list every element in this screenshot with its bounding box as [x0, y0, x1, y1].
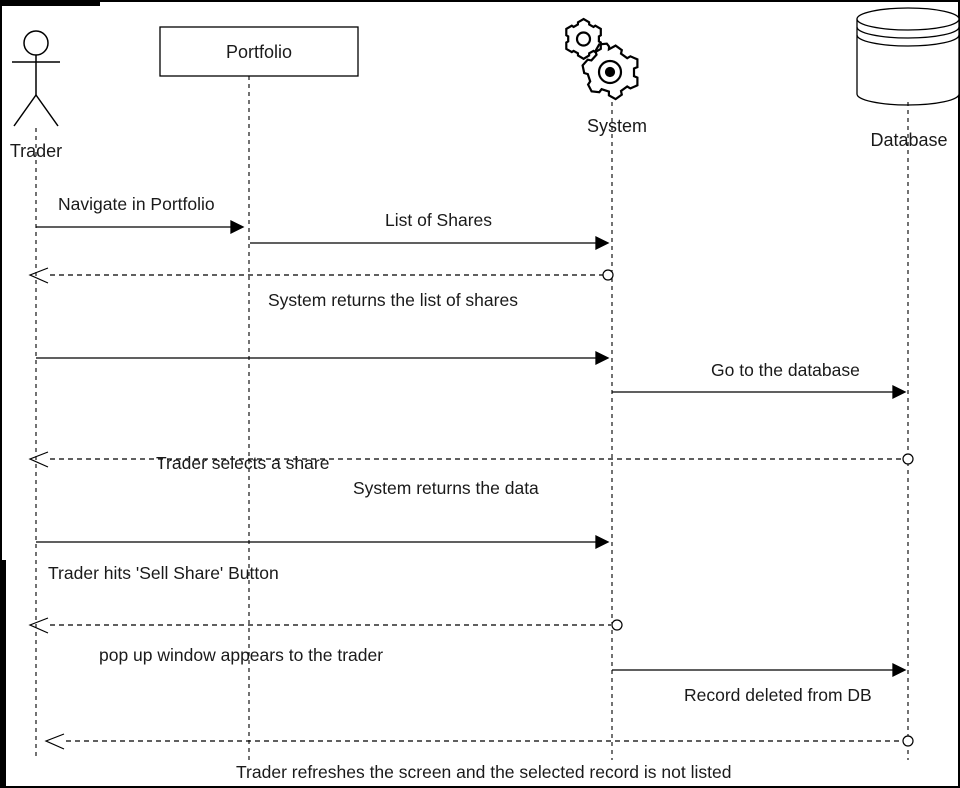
- gear-small-hub: [575, 31, 592, 47]
- message-label-5: Trader selects a share: [156, 453, 329, 473]
- participant-label-system: System: [587, 116, 647, 136]
- frame-edge-left: [0, 560, 6, 788]
- message-label-2: List of Shares: [385, 210, 492, 230]
- message-label-1: Navigate in Portfolio: [58, 194, 215, 214]
- arrowhead-5: [595, 534, 610, 550]
- database-icon: [856, 7, 960, 106]
- actor-trader: [12, 30, 60, 127]
- message-label-7: Trader hits 'Sell Share' Button: [48, 563, 279, 583]
- gear-large-center: [604, 66, 616, 78]
- actor-leg-left: [13, 94, 37, 127]
- gear-small-outline: [565, 17, 602, 61]
- arrowhead-2: [595, 235, 610, 251]
- participant-box-portfolio: [159, 26, 359, 77]
- return-arrowhead-4: [44, 733, 65, 750]
- return-origin-1: [602, 269, 614, 281]
- message-label-8: pop up window appears to the trader: [99, 645, 383, 665]
- return-origin-4: [902, 735, 914, 747]
- actor-head: [23, 30, 49, 56]
- return-origin-3: [611, 619, 623, 631]
- arrowhead-3: [595, 350, 610, 366]
- gear-large-hub: [597, 59, 623, 85]
- participant-label-database: Database: [870, 130, 947, 150]
- arrowhead-4: [892, 384, 907, 400]
- participant-label-trader: Trader: [10, 141, 62, 161]
- message-label-4: Go to the database: [711, 360, 860, 380]
- database-top: [856, 7, 960, 31]
- message-label-9: Record deleted from DB: [684, 685, 872, 705]
- arrowhead-6: [892, 662, 907, 678]
- return-arrowhead-1: [28, 267, 49, 284]
- actor-leg-right: [35, 94, 59, 127]
- database-ring-2: [856, 34, 960, 47]
- message-label-3: System returns the list of shares: [268, 290, 518, 310]
- gear-large-outline: [581, 42, 639, 101]
- database-ring-1: [856, 26, 960, 39]
- message-label-10: Trader refreshes the screen and the sele…: [236, 762, 731, 782]
- frame-corner-top-left: [0, 0, 100, 6]
- return-arrowhead-2: [28, 451, 49, 468]
- return-arrowhead-3: [28, 617, 49, 634]
- arrowhead-1: [230, 219, 245, 235]
- return-origin-2: [902, 453, 914, 465]
- message-label-6: System returns the data: [353, 478, 539, 498]
- gear-icon: [565, 17, 639, 101]
- database-body: [856, 19, 960, 106]
- participant-label-portfolio: Portfolio: [226, 42, 292, 62]
